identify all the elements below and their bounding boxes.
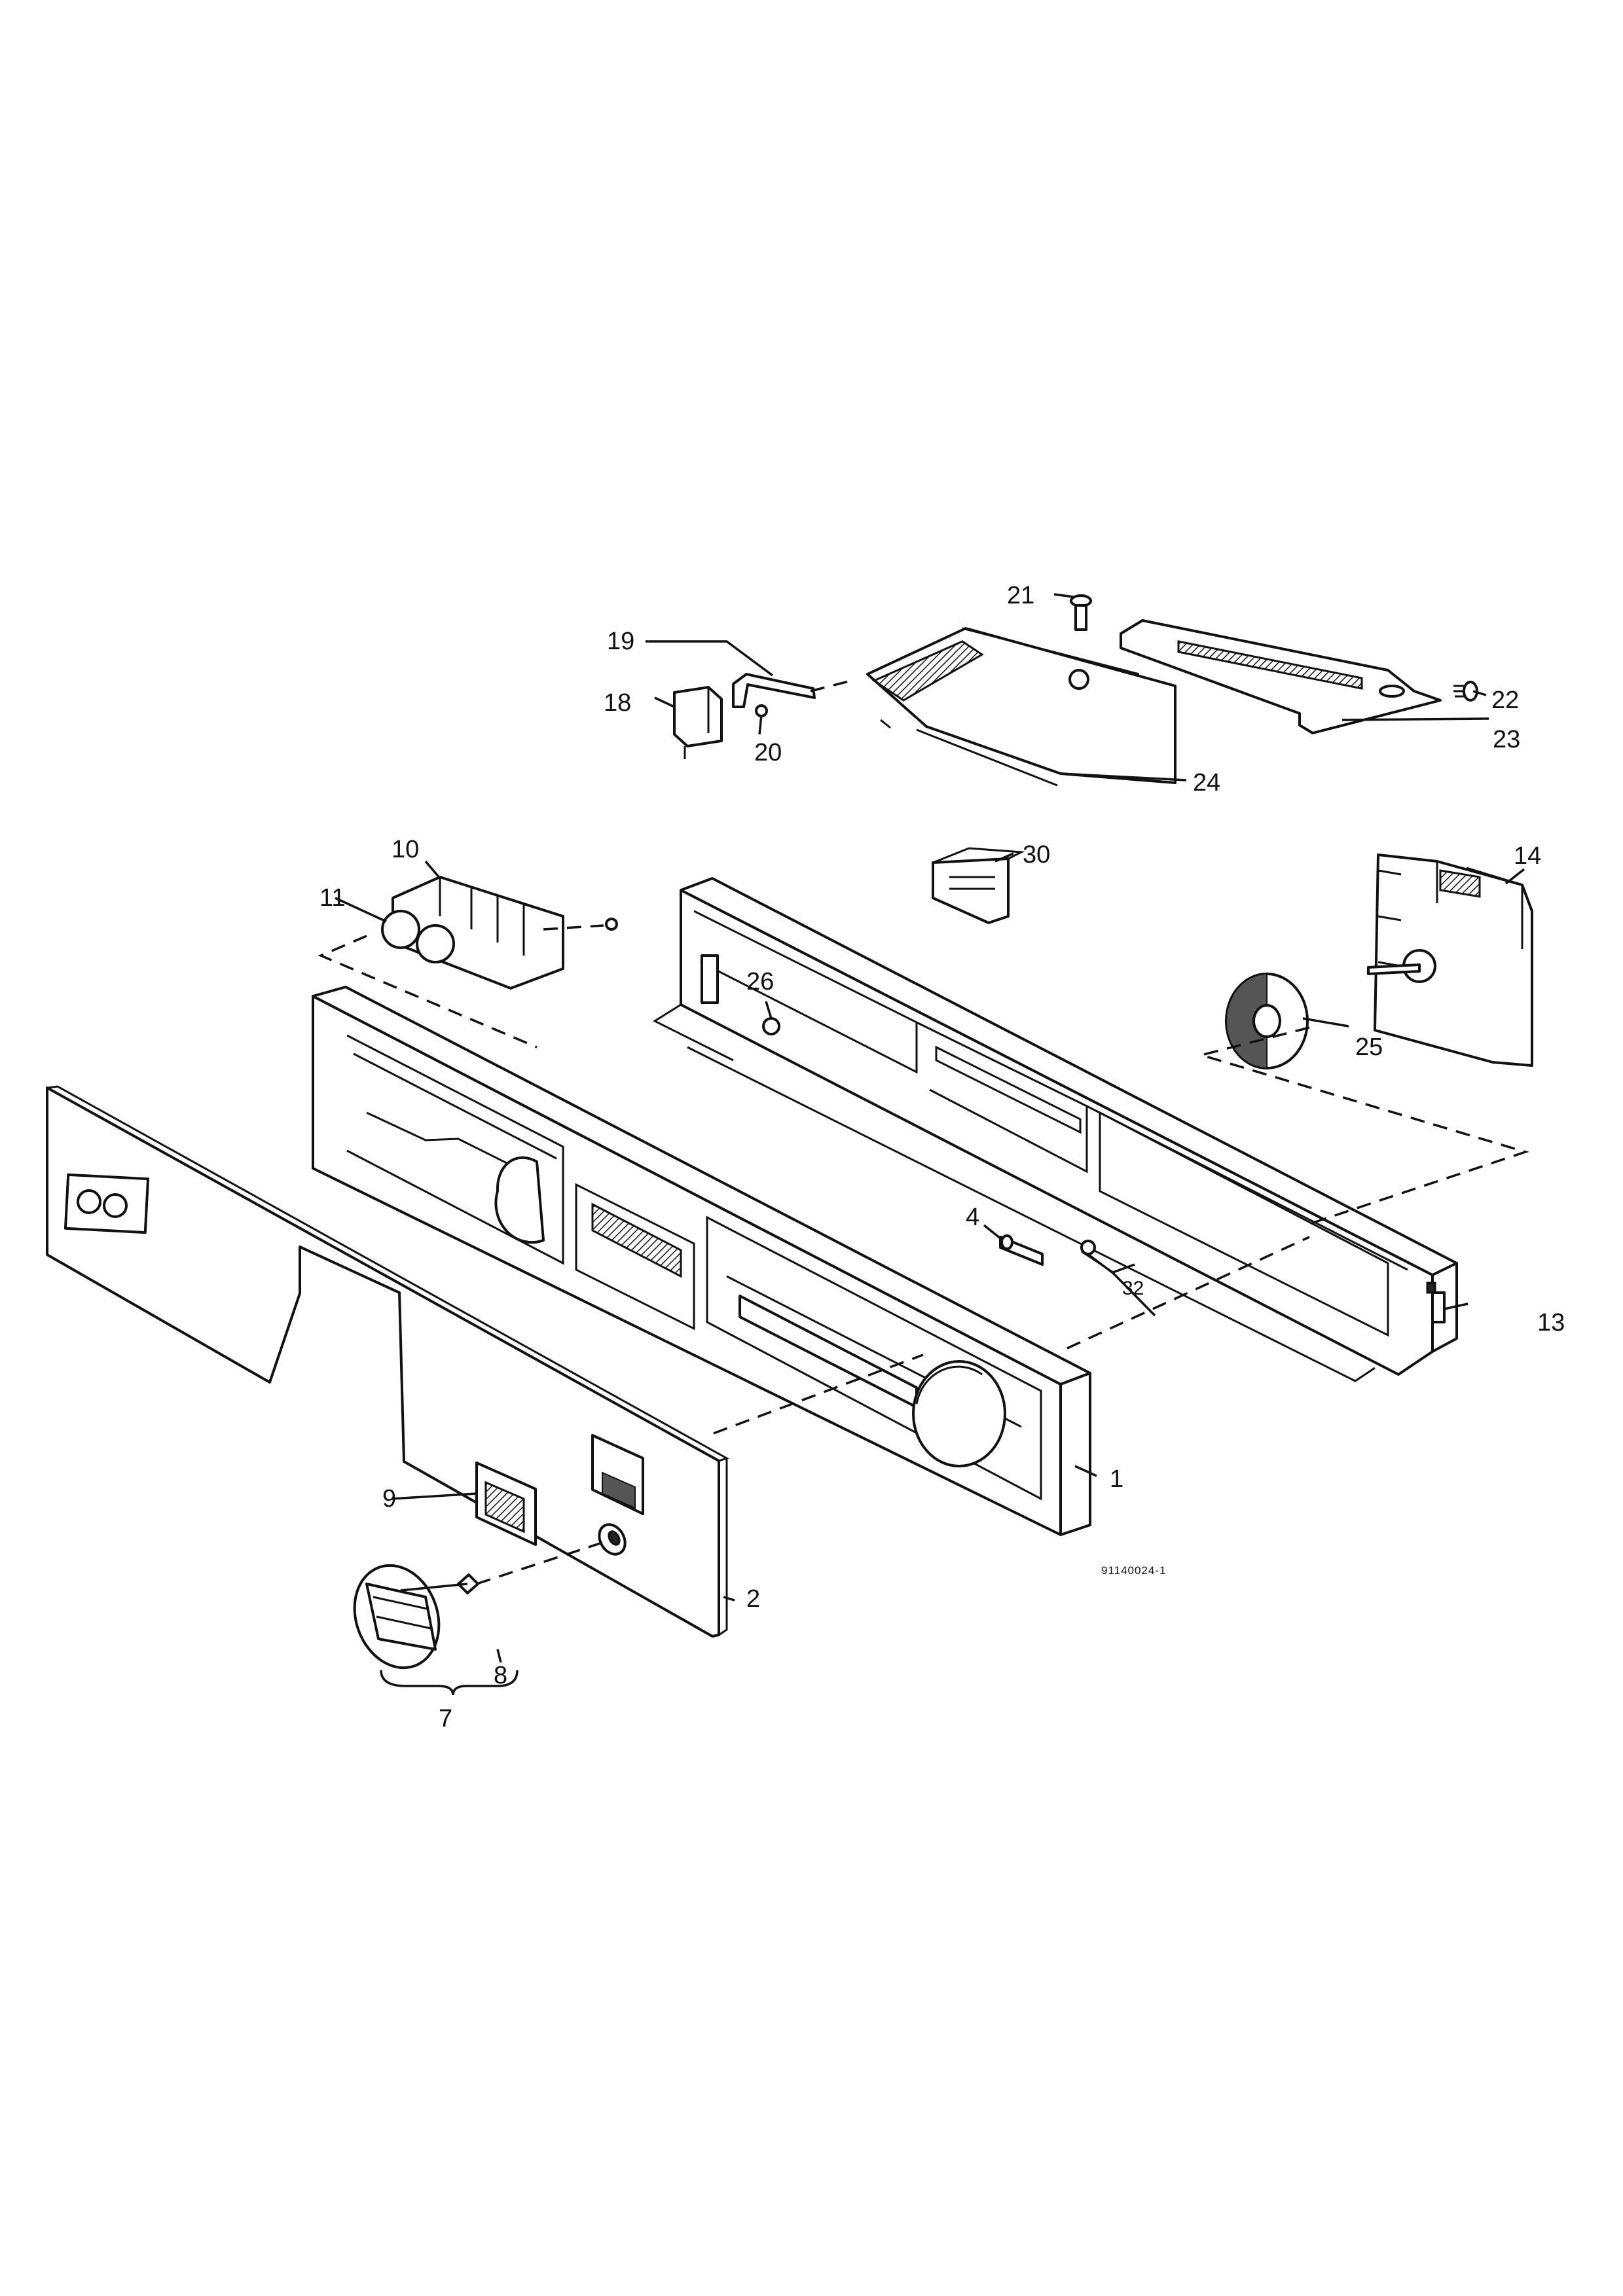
callout-13: 13 [1537,1309,1565,1336]
part-30-connector [932,847,1025,924]
part-26-clip [762,1017,780,1035]
callout-2: 2 [746,1585,760,1613]
assembly-lines [318,679,1529,1585]
leader-lines [335,593,1525,1696]
callout-25: 25 [1355,1033,1383,1061]
callout-32: 32 [1122,1278,1144,1299]
part-10-control-block [381,876,618,990]
callout-labels: 1 2 4 7 8 9 10 11 13 14 18 19 20 21 22 2… [319,582,1565,1732]
part-7-knob [353,1564,479,1670]
callout-8: 8 [494,1662,507,1689]
callout-10: 10 [392,836,419,863]
callout-1: 1 [1110,1465,1123,1493]
drawing-number: 91140024-1 [1101,1564,1167,1577]
part-25-dial [1225,973,1309,1069]
part-21-screw [1070,594,1092,631]
callout-22: 22 [1491,687,1519,714]
callout-23: 23 [1493,726,1520,753]
callout-4: 4 [966,1204,979,1231]
front-panel [46,1085,729,1638]
callout-21: 21 [1007,582,1034,609]
part-19-rod [732,673,816,708]
callout-18: 18 [604,689,631,717]
fascia-housing [312,986,1091,1536]
callout-9: 9 [382,1485,396,1513]
callout-19: 19 [607,628,634,655]
part-14-timer [1367,853,1533,1067]
rear-frame [652,877,1458,1382]
part-23-carrier [1120,619,1442,734]
callout-14: 14 [1514,842,1541,870]
part-18-switch [673,686,723,759]
callout-7: 7 [439,1705,452,1732]
callout-30: 30 [1023,841,1050,869]
callout-11: 11 [319,884,345,912]
callout-26: 26 [746,968,774,996]
part-4-pin [999,1234,1114,1274]
part-20-clip [755,704,768,717]
part-9-bracket [475,1462,537,1546]
upper-carrier [866,627,1176,787]
callout-20: 20 [754,739,782,766]
callout-24: 24 [1193,769,1220,797]
